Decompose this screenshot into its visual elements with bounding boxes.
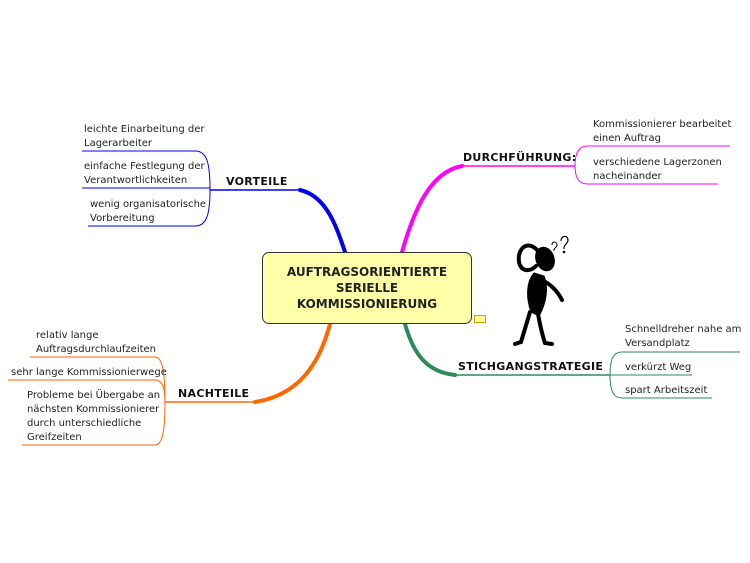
connector-nachteile (253, 322, 332, 404)
connector-stichgang (403, 322, 457, 377)
topic-stichgang-3[interactable]: spart Arbeitszeit (625, 385, 708, 396)
sub-connector-stichgang-1 (609, 351, 623, 376)
sub-connector-vorteile-3 (194, 189, 211, 227)
topic-stichgang-1[interactable]: Schnelldreher nahe am Versandplatz (625, 324, 742, 349)
topic-stichgang-2[interactable]: verkürzt Weg (625, 362, 692, 373)
topic-nachteile-2[interactable]: sehr lange Kommissionierwege (11, 367, 167, 378)
branch-stichgang-lines (403, 322, 740, 399)
sub-connector-nachteile-2 (154, 379, 166, 403)
sub-connector-vorteile-1 (194, 150, 211, 191)
sub-connector-durchfuehrung-2 (574, 165, 589, 185)
topic-vorteile-3[interactable]: wenig organisatorische Vorbereitung (90, 199, 207, 224)
topic-vorteile-2[interactable]: einfache Festlegung der Verantwortlichke… (84, 161, 205, 186)
branch-label-durchfuehrung[interactable]: DURCHFÜHRUNG: (463, 151, 577, 164)
branch-vorteile-lines (82, 150, 347, 254)
branch-label-vorteile[interactable]: VORTEILE (226, 175, 288, 188)
branch-label-stichgang[interactable]: STICHGANGSTRATEGIE (458, 360, 604, 373)
connector-durchfuehrung (400, 164, 464, 254)
central-topic[interactable]: AUFTRAGSORIENTIERTE SERIELLE KOMMISSIONI… (262, 252, 472, 324)
sub-connector-stichgang-3 (609, 374, 623, 399)
branch-durchfuehrung-lines (400, 145, 730, 254)
topic-nachteile-3[interactable]: Probleme bei Übergabe an nächsten Kommis… (27, 390, 161, 443)
topic-nachteile-1[interactable]: relativ lange Auftragsdurchlaufzeiten (36, 330, 157, 355)
topic-vorteile-1[interactable]: leichte Einarbeitung der Lagerarbeiter (84, 124, 205, 149)
topic-durchfuehrung-2[interactable]: verschiedene Lagerzonen nacheinander (593, 157, 722, 182)
sub-connector-nachteile-3 (154, 401, 166, 446)
branch-label-nachteile[interactable]: NACHTEILE (178, 387, 250, 400)
note-icon[interactable] (474, 315, 486, 323)
thinking-person-icon (513, 235, 569, 346)
topic-durchfuehrung-1[interactable]: Kommissionierer bearbeitet einen Auftrag (593, 119, 732, 144)
sub-connector-durchfuehrung-1 (574, 145, 589, 167)
branch-nachteile-lines (8, 322, 332, 446)
connector-vorteile (298, 188, 347, 254)
